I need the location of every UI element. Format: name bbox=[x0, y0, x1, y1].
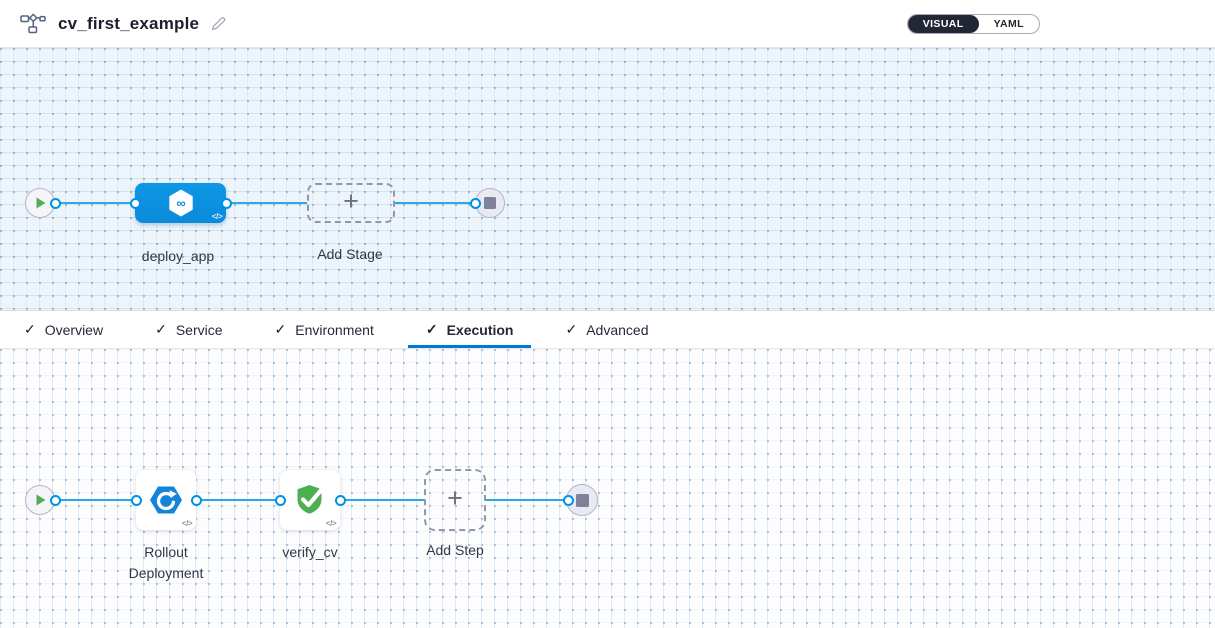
code-chevrons-icon: </> bbox=[211, 212, 223, 221]
tab-overview[interactable]: ✓ Overview bbox=[6, 311, 121, 348]
step-node-rollout-deployment[interactable]: </> bbox=[136, 470, 196, 530]
connector-line bbox=[55, 499, 136, 501]
tab-execution[interactable]: ✓ Execution bbox=[407, 311, 532, 348]
tab-label: Overview bbox=[44, 321, 104, 338]
plus-icon: + bbox=[343, 186, 359, 216]
connector-line bbox=[196, 499, 280, 501]
connector-dot bbox=[220, 197, 232, 209]
tab-label: Service bbox=[175, 321, 223, 338]
stop-icon bbox=[575, 493, 589, 507]
execution-steps-canvas: </> </> + Rollout Deployment verify_cv A… bbox=[0, 349, 1215, 628]
step-label: Rollout Deployment bbox=[128, 544, 204, 581]
pipeline-title: cv_first_example bbox=[58, 13, 200, 33]
tab-check-icon: ✓ bbox=[425, 321, 438, 337]
tab-environment[interactable]: ✓ Environment bbox=[257, 311, 392, 348]
pipeline-graph-icon bbox=[20, 13, 46, 34]
tab-advanced[interactable]: ✓ Advanced bbox=[547, 311, 666, 348]
execution-end-node bbox=[566, 484, 598, 516]
tab-check-icon: ✓ bbox=[274, 321, 287, 337]
stop-icon bbox=[484, 197, 496, 209]
connector-line bbox=[340, 499, 424, 501]
edit-pencil-icon[interactable] bbox=[210, 15, 227, 32]
cd-hexagon-infinity-icon: ∞ bbox=[168, 189, 193, 217]
add-stage-label: Add Stage bbox=[317, 246, 383, 262]
connector-dot bbox=[49, 197, 61, 209]
step-node-verify-cv[interactable]: </> bbox=[280, 470, 340, 530]
add-stage-button[interactable]: + bbox=[307, 183, 395, 223]
stage-label: deploy_app bbox=[141, 248, 215, 264]
connector-dot bbox=[334, 494, 346, 506]
add-step-label: Add Step bbox=[426, 542, 484, 558]
connector-dot bbox=[274, 494, 286, 506]
tab-label: Execution bbox=[446, 321, 514, 338]
connector-dot bbox=[129, 197, 141, 209]
play-icon bbox=[36, 197, 46, 209]
yaml-toggle-button[interactable]: YAML bbox=[979, 15, 1039, 33]
add-step-button[interactable]: + bbox=[424, 469, 486, 531]
tab-check-icon: ✓ bbox=[24, 321, 36, 337]
tab-label: Advanced bbox=[586, 321, 649, 338]
connector-dot bbox=[469, 197, 481, 209]
code-chevrons-icon: </> bbox=[181, 519, 193, 528]
connector-line bbox=[395, 202, 475, 204]
connector-dot bbox=[49, 494, 61, 506]
connector-dot bbox=[562, 494, 574, 506]
tab-check-icon: ✓ bbox=[565, 321, 578, 337]
connector-dot bbox=[130, 494, 142, 506]
visual-toggle-button[interactable]: VISUAL bbox=[907, 15, 979, 33]
stage-config-tabbar: ✓ Overview ✓ Service ✓ Environment ✓ Exe… bbox=[0, 310, 1215, 349]
tab-label: Environment bbox=[295, 321, 374, 338]
rollout-deployment-icon bbox=[150, 486, 182, 514]
plus-icon: + bbox=[447, 483, 463, 513]
step-label: verify_cv bbox=[282, 544, 338, 560]
pipeline-header: cv_first_example VISUAL YAML bbox=[0, 0, 1215, 48]
connector-line bbox=[486, 499, 568, 501]
visual-yaml-toggle: VISUAL YAML bbox=[906, 14, 1040, 34]
connector-line bbox=[55, 202, 135, 204]
connector-dot bbox=[190, 494, 202, 506]
shield-check-icon bbox=[297, 485, 325, 514]
connector-line bbox=[226, 202, 307, 204]
tab-service[interactable]: ✓ Service bbox=[137, 311, 240, 348]
svg-text:∞: ∞ bbox=[176, 196, 185, 211]
stage-canvas: ∞ </> + deploy_app Add Stage bbox=[0, 48, 1215, 310]
stage-node-deploy-app[interactable]: ∞ </> bbox=[135, 183, 226, 223]
code-chevrons-icon: </> bbox=[325, 519, 337, 528]
play-icon bbox=[36, 494, 46, 506]
tab-check-icon: ✓ bbox=[155, 321, 167, 337]
